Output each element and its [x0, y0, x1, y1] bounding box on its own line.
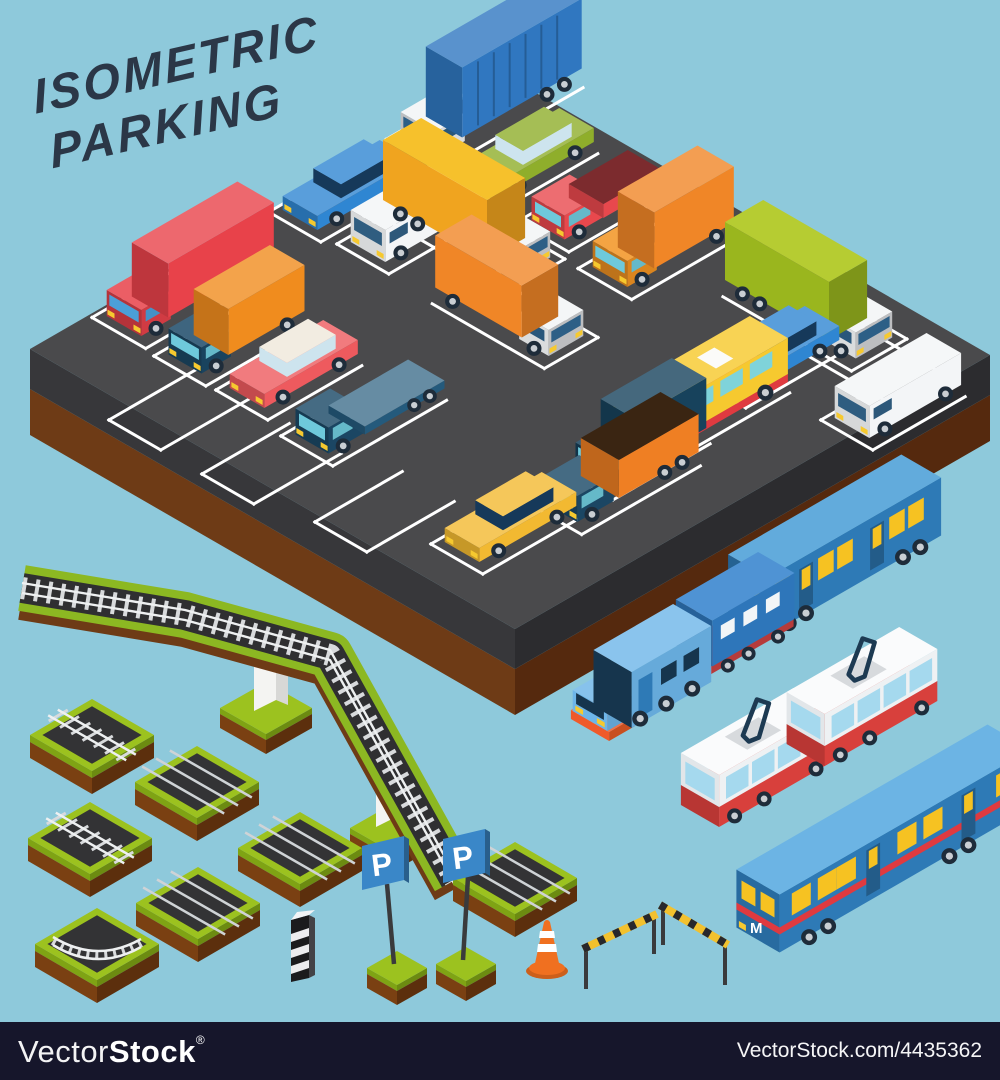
- parking-sign-1: P: [362, 836, 427, 1005]
- tram-white-red: [680, 627, 938, 827]
- tile-road-2: [238, 812, 362, 907]
- flatbed-navy: [295, 359, 445, 454]
- traffic-cone: [526, 920, 568, 979]
- car-red-white-roof: [229, 318, 358, 408]
- watermark-url: VectorStock.com/4435362: [736, 1039, 982, 1062]
- locomotive-blue: [570, 604, 712, 741]
- truck-navy-orange-box: [168, 245, 305, 374]
- train-wagon-blue: [675, 552, 795, 674]
- tile-road-3: [136, 867, 260, 962]
- boxtruck-orange-white-cab: [435, 214, 584, 356]
- parking-sign-2: P: [436, 829, 496, 1001]
- parking-sign-letter: P: [369, 846, 394, 883]
- tile-rail-2: [28, 802, 152, 897]
- metro-front-letter: M: [750, 920, 763, 937]
- vectorstock-logo: VectorStock®: [18, 1032, 206, 1069]
- barrier-1: [581, 910, 659, 989]
- truck-white-small: [834, 333, 962, 438]
- watermark-bar: VectorStock® VectorStock.com/4435362: [0, 1022, 1000, 1080]
- registered-mark: ®: [195, 1032, 206, 1047]
- parking-sign-letter: P: [450, 839, 475, 876]
- elevated-railway-bridge: [18, 565, 476, 901]
- tile-rail-1: [30, 699, 154, 794]
- metro-car-blue-yellow: M: [736, 724, 1000, 953]
- pickup-red: [531, 150, 663, 240]
- tile-road-1: [135, 746, 259, 841]
- truck-orange: [592, 145, 734, 287]
- tile-curve: [35, 908, 159, 1003]
- barrier-2: [657, 901, 731, 985]
- wagon-yellow: [444, 471, 577, 562]
- striped-bollard: [291, 910, 315, 982]
